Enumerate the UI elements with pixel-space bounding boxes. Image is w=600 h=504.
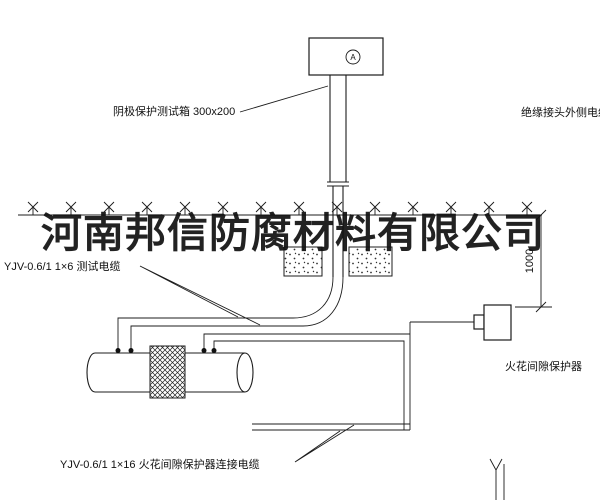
- dimension-1000: 1000: [515, 209, 552, 313]
- test-box: A: [308, 37, 384, 76]
- riser-symbol-icon: [489, 458, 505, 500]
- riser-conduit: [327, 75, 349, 277]
- pipeline: [86, 345, 254, 399]
- concrete-blocks: [283, 246, 393, 277]
- watermark-text: 河南邦信防腐材料有限公司: [41, 209, 545, 257]
- meter-circle-icon: [345, 49, 361, 65]
- pipe-right-end: [236, 352, 254, 393]
- cable-terminal-dot: [128, 348, 134, 353]
- cable-terminal-dot: [211, 348, 217, 353]
- protector-stub: [473, 314, 485, 330]
- concrete-block-left: [283, 246, 323, 277]
- label-test-cable: YJV-0.6/1 1×6 测试电缆: [4, 260, 120, 273]
- test-cables: [117, 276, 344, 350]
- leader-lines: [139, 85, 355, 463]
- label-test-box: 阴极保护测试箱 300x200: [113, 104, 235, 118]
- cable-terminal-dot: [115, 348, 121, 353]
- meter-letter: A: [350, 53, 356, 62]
- insulating-flange: [149, 345, 186, 399]
- connection-cables: [203, 321, 478, 431]
- dimension-tick-icon: [535, 209, 547, 313]
- label-connection-cable: YJV-0.6/1 1×16 火花间隙保护器连接电缆: [60, 457, 260, 471]
- spark-gap-protector: [473, 304, 512, 341]
- label-insulated-joint-cable: 绝缘接头外侧电缆: [521, 105, 600, 119]
- dimension-value: 1000: [524, 249, 536, 273]
- concrete-block-right: [348, 246, 393, 277]
- protector-body: [483, 304, 512, 341]
- label-spark-gap-protector: 火花间隙保护器: [505, 359, 582, 373]
- conduit-break-icon: [327, 181, 349, 187]
- cable-terminal-dot: [201, 348, 207, 353]
- pipe-left-end: [86, 352, 96, 393]
